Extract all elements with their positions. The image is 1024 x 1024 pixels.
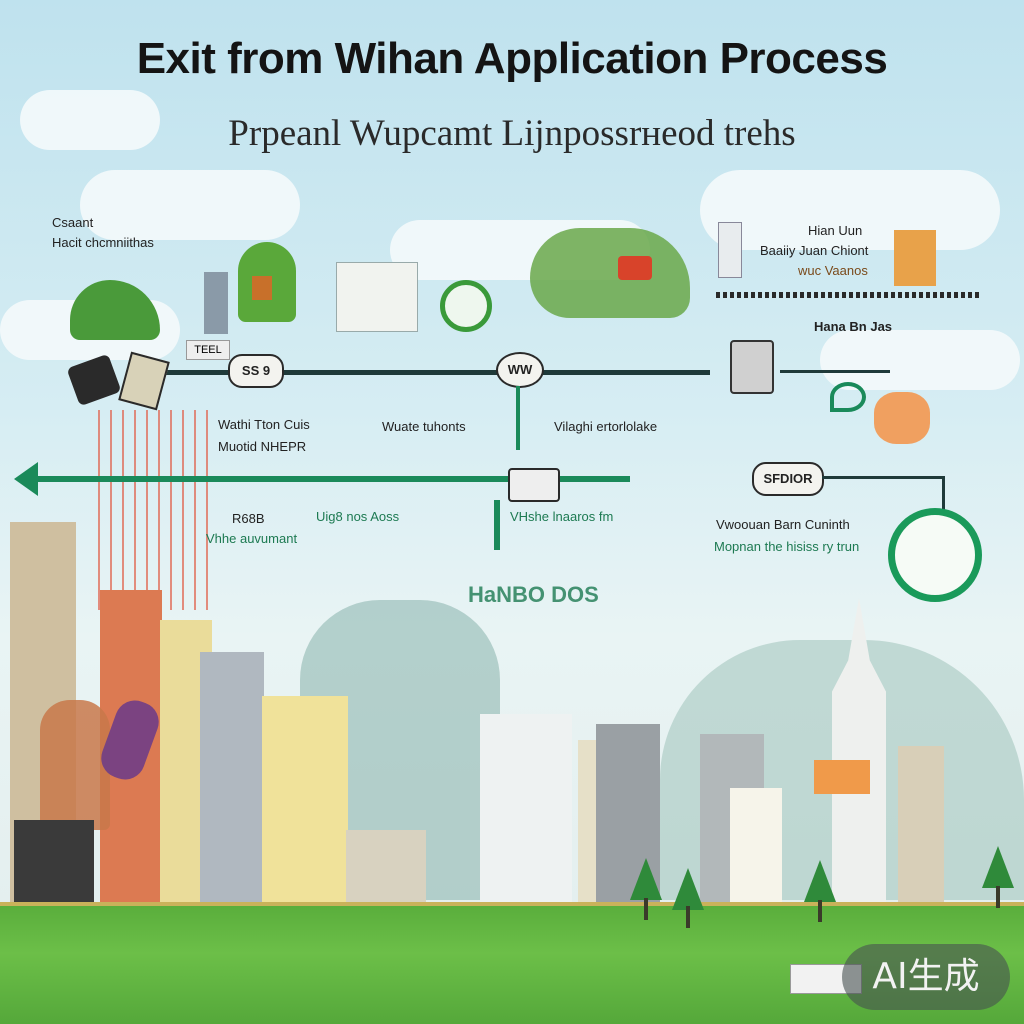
tower-icon	[718, 222, 742, 278]
tree-icon	[804, 860, 836, 902]
phone-icon	[730, 340, 774, 394]
building-icon	[204, 272, 228, 334]
cloud	[80, 170, 300, 240]
ground-edge	[0, 902, 1024, 908]
label-mid-left-1: Wathi Tton Cuis	[218, 417, 310, 432]
car-icon	[618, 256, 652, 280]
connector-line	[516, 386, 520, 450]
tree-trunk	[644, 898, 648, 920]
sign-icon	[814, 760, 870, 794]
tree-trunk	[686, 906, 690, 928]
building	[262, 696, 348, 910]
cloud	[820, 330, 1020, 390]
label-right-lower-1: Vwoouan Barn Cuninth	[716, 517, 850, 532]
label-bottom-center: HaNBO DOS	[468, 582, 599, 607]
skyscraper	[200, 652, 264, 910]
building	[898, 746, 944, 910]
bus-icon	[508, 468, 560, 502]
clock-icon	[888, 508, 982, 602]
label-lower-center: Uig8 nos Aoss	[316, 509, 400, 524]
process-line-2b	[822, 476, 944, 479]
process-line-1	[150, 370, 710, 375]
building	[346, 830, 426, 910]
label-right-mid: Hana Bn Jas	[814, 319, 893, 334]
building	[730, 788, 782, 910]
process-line-1b	[780, 370, 890, 373]
label-top-right-1: Hian Uun	[808, 223, 863, 238]
step-tag: TEEL	[186, 340, 230, 360]
tree-icon	[982, 846, 1014, 888]
tree-trunk	[996, 886, 1000, 908]
label-lower-left-1: R68B	[232, 511, 265, 526]
house-icon	[252, 276, 272, 300]
label-lower-left-2: Vhhe auvumant	[206, 531, 298, 546]
label-right-lower-2: Mopnan the hisiss ry trun	[714, 539, 860, 554]
factory-icon	[336, 262, 418, 332]
label-mid-center: Wuate tuhonts	[382, 419, 466, 434]
food-icon	[874, 392, 930, 444]
step-badge-1[interactable]: SS 9	[228, 354, 284, 388]
cloud	[700, 170, 1000, 250]
label-mid-left-2: Muotid NHEPR	[218, 439, 307, 454]
process-line-2c	[942, 476, 945, 510]
step-badge-3[interactable]: SFDIOR	[752, 462, 824, 496]
page-subtitle: Prpeanl Wupcamt Lijnpossrнeod trehs	[228, 113, 796, 154]
ai-generated-watermark: AI生成	[842, 944, 1010, 1010]
arrow-left-icon	[14, 462, 38, 496]
tree-icon	[630, 858, 662, 900]
location-pin-icon	[830, 382, 866, 412]
skyscraper	[480, 714, 572, 910]
step-badge-2[interactable]: WW	[496, 352, 544, 388]
label-lower-mid-right: VHshe lnaaros fm	[510, 509, 614, 524]
label-top-left-1: Csaant	[52, 215, 94, 230]
storefront	[14, 820, 94, 904]
rail-track	[716, 292, 982, 298]
map-region-icon	[530, 228, 690, 318]
connector-line-2	[494, 500, 500, 550]
label-top-right-2: Baaiiy Juan Chiont	[760, 243, 869, 258]
process-line-2	[30, 476, 630, 482]
label-top-right-3: wuc Vaanos	[798, 263, 868, 278]
tree-icon	[672, 868, 704, 910]
globe-icon	[440, 280, 492, 332]
traveler-person	[40, 700, 110, 830]
tree-trunk	[818, 900, 822, 922]
label-top-left-2: Hacit chcmniithas	[52, 235, 154, 250]
page-title: Exit from Wihan Application Process	[136, 34, 888, 83]
grid-panel	[98, 410, 210, 610]
cloud	[20, 90, 160, 150]
label-mid-center-right: Vilaghi ertorlolake	[554, 419, 658, 434]
temple-icon	[894, 230, 936, 286]
